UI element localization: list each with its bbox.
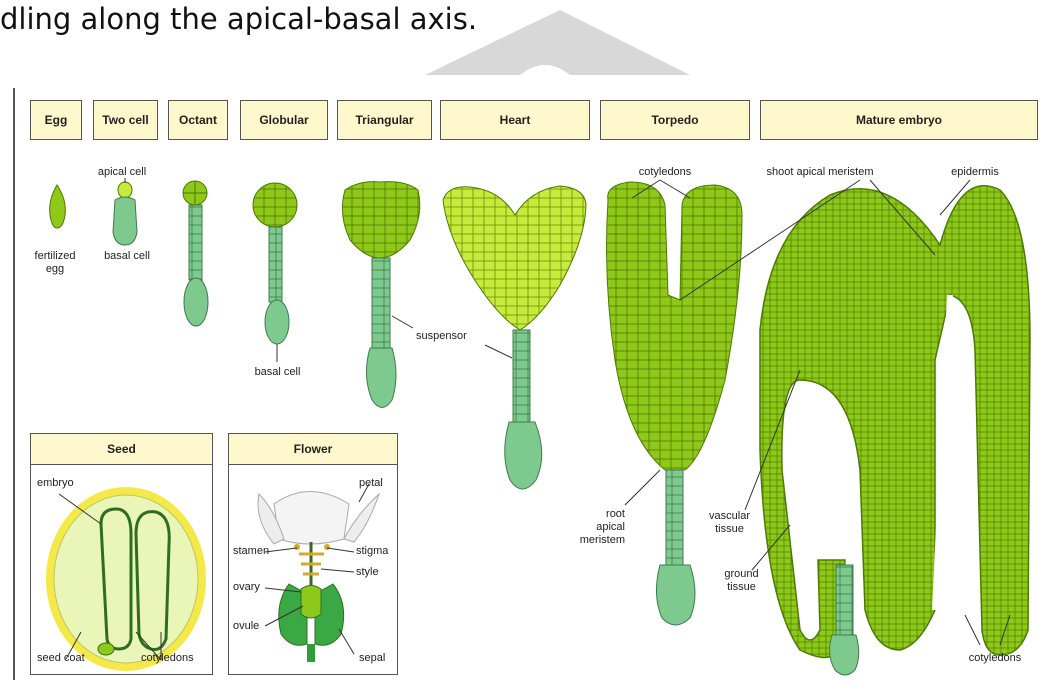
label-cotyledons-bottom: cotyledons: [960, 652, 1030, 664]
egg-drawing: [50, 185, 66, 228]
label-egg: egg: [30, 263, 80, 275]
label-fertilized: fertilized: [30, 250, 80, 262]
label-cotyledons-top: cotyledons: [635, 166, 695, 178]
label-shoot-apical-meristem: shoot apical meristem: [760, 166, 880, 178]
flower-panel: Flower petal stamen stigma style ovary o…: [228, 433, 398, 675]
flower-label-sepal: sepal: [359, 652, 385, 664]
globular-drawing: [253, 183, 297, 362]
label-meristem: meristem: [570, 534, 625, 546]
seed-drawing: [31, 464, 211, 674]
seed-label-seed-coat: seed coat: [37, 652, 85, 664]
label-suspensor: suspensor: [416, 330, 467, 342]
two-cell-drawing: [113, 178, 137, 245]
seed-label-cotyledons: cotyledons: [141, 652, 194, 664]
flower-label-style: style: [356, 566, 379, 578]
label-tissue-vascular: tissue: [702, 523, 757, 535]
seed-panel: Seed embryo seed coat cotyledons: [30, 433, 213, 675]
triangular-drawing: [342, 182, 419, 408]
label-ground: ground: [714, 568, 769, 580]
label-root: root: [570, 508, 625, 520]
seed-label-embryo: embryo: [37, 477, 74, 489]
seed-panel-title: Seed: [31, 434, 212, 465]
flower-label-ovule: ovule: [233, 620, 259, 632]
label-basal-cell: basal cell: [92, 250, 162, 262]
label-epidermis: epidermis: [940, 166, 1010, 178]
flower-label-stamen: stamen: [233, 545, 269, 557]
flower-label-stigma: stigma: [356, 545, 388, 557]
label-apical-cell: apical cell: [92, 166, 152, 178]
flower-label-ovary: ovary: [233, 581, 260, 593]
label-tissue-ground: tissue: [714, 581, 769, 593]
flower-panel-title: Flower: [229, 434, 397, 465]
octant-drawing: [183, 181, 208, 326]
label-apical: apical: [570, 521, 625, 533]
torpedo-drawing: [607, 180, 742, 625]
label-vascular: vascular: [702, 510, 757, 522]
flower-label-petal: petal: [359, 477, 383, 489]
label-basal-cell-2: basal cell: [245, 366, 310, 378]
